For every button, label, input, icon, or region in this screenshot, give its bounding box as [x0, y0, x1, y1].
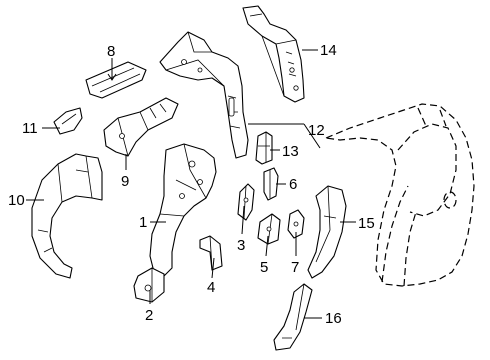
- leader-4: [211, 257, 215, 279]
- callout-8: 8: [107, 43, 115, 60]
- part-6-bracket: [263, 167, 279, 201]
- leader-12b: [303, 123, 321, 149]
- part-14-pillar-reinforcement: [242, 5, 305, 103]
- part-8-rail: [85, 61, 147, 99]
- part-4-bracket: [199, 235, 223, 271]
- callout-3: 3: [237, 237, 245, 254]
- part-2-gusset: [133, 267, 165, 303]
- part-11-plate: [53, 107, 83, 135]
- part-7-clip: [287, 209, 305, 239]
- callout-13: 13: [282, 143, 299, 160]
- callout-1: 1: [139, 214, 147, 231]
- callout-2: 2: [145, 307, 153, 324]
- leader-3: [241, 205, 245, 235]
- part-1-inner-quarter: [149, 143, 217, 277]
- part-13-bracket: [255, 131, 273, 165]
- part-3-bracket: [237, 183, 255, 221]
- part-10-wheelhouse: [31, 153, 103, 279]
- arrow-8: [107, 73, 117, 81]
- quarter-panel-outline: [323, 103, 475, 287]
- callout-6: 6: [289, 176, 297, 193]
- callout-9: 9: [121, 173, 129, 190]
- callout-11: 11: [22, 120, 38, 137]
- part-12-inner-pillar: [159, 31, 249, 159]
- callout-labels: 8 11 9 10 1 2 3 4 5 6 7 12 13 14 15 16: [8, 42, 375, 327]
- part-15-outer-pillar: [307, 185, 347, 279]
- part-5-bracket: [257, 213, 281, 245]
- leader-lines: [26, 49, 356, 319]
- callout-10: 10: [8, 192, 25, 209]
- callout-15: 15: [358, 215, 375, 232]
- leader-5: [265, 235, 269, 257]
- callout-5: 5: [260, 259, 268, 276]
- callout-7: 7: [291, 259, 299, 276]
- part-9-extension: [103, 97, 179, 157]
- callout-16: 16: [325, 310, 342, 327]
- part-16-rocker: [273, 283, 313, 351]
- callout-12: 12: [308, 122, 325, 139]
- callout-4: 4: [207, 279, 215, 296]
- callout-14: 14: [320, 42, 337, 59]
